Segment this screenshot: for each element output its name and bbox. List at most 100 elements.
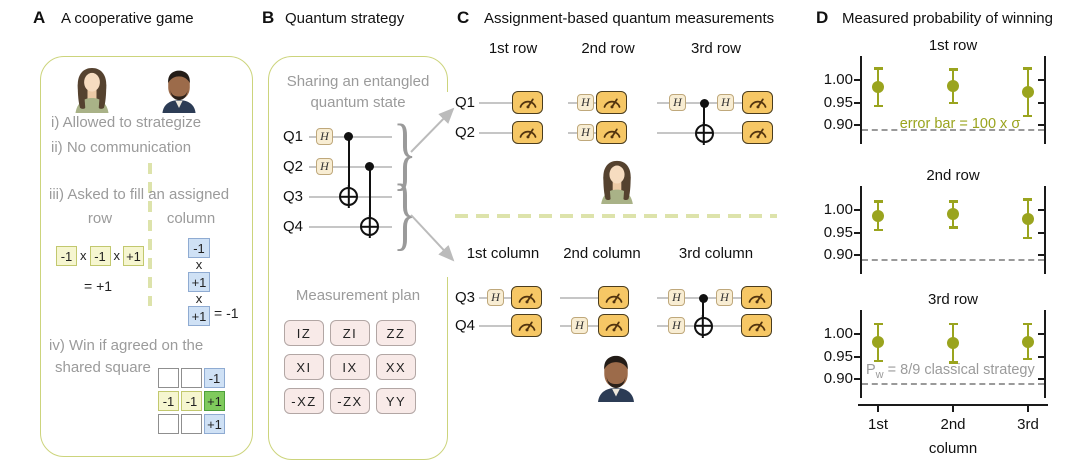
- measurement-meter: [511, 314, 542, 337]
- grid-cell: [158, 368, 179, 388]
- control-dot: [699, 98, 709, 108]
- pw-subscript: w: [875, 368, 884, 381]
- y-tick-label: 0.90: [823, 116, 853, 133]
- hadamard-gate: H: [316, 158, 333, 175]
- y-tick: [1038, 356, 1044, 358]
- hadamard-gate: H: [487, 289, 504, 306]
- dashed-vertical-divider: [148, 163, 152, 306]
- row-label: row: [87, 210, 113, 227]
- error-bar-cap: [1023, 198, 1033, 201]
- grid-cell: +1: [204, 414, 225, 434]
- y-tick-label: 1.00: [823, 71, 853, 88]
- panel-c-label: C: [457, 8, 470, 27]
- error-bar-cap: [948, 226, 958, 229]
- y-tick: [854, 124, 860, 126]
- hadamard-gate: H: [571, 317, 588, 334]
- hadamard-gate: H: [668, 317, 685, 334]
- pw-text: = 8/9 classical strategy: [883, 362, 1035, 378]
- grid-cell: [181, 368, 202, 388]
- measurement-plan-title: Measurement plan: [295, 287, 421, 304]
- measurement-meter: [742, 91, 773, 114]
- measurement-meter: [512, 121, 543, 144]
- measurement-plan-cell: YY: [376, 388, 416, 414]
- y-axis-right: [1044, 186, 1046, 274]
- data-point: [872, 209, 885, 222]
- qubit-label-q2: Q2: [455, 124, 476, 141]
- quantum-wire: [479, 132, 517, 134]
- hadamard-gate: H: [577, 124, 594, 141]
- grid-cell: -1: [181, 391, 202, 411]
- subplot-1st-row: 1st row 1.00 0.95 0.90 error bar = 100 x…: [824, 37, 1046, 144]
- y-axis-left: [860, 56, 862, 144]
- rule-iii: iii) Asked to fill an assigned: [49, 186, 230, 203]
- dashed-horizontal-divider: [455, 214, 777, 218]
- y-axis-right: [1044, 310, 1046, 398]
- hadamard-gate: H: [577, 94, 594, 111]
- measurement-meter: [596, 91, 627, 114]
- y-tick-label: 0.95: [823, 348, 853, 365]
- grid-cell: [158, 414, 179, 434]
- x-axis-label: column: [928, 440, 978, 457]
- error-bar-cap: [873, 359, 883, 363]
- rule-iv-line1: iv) Win if agreed on the: [49, 337, 204, 354]
- cnot-target-icon: [693, 316, 713, 336]
- gauge-icon: [748, 293, 765, 304]
- label-3rd-column: 3rd column: [678, 245, 754, 262]
- x-tick-label: 3rd: [1017, 416, 1039, 433]
- y-tick: [854, 232, 860, 234]
- rule-ii: ii) No communication: [51, 139, 192, 156]
- panel-c-title: Assignment-based quantum measurements: [484, 10, 775, 27]
- measurement-meter: [596, 121, 627, 144]
- qubit-label-q4: Q4: [283, 218, 304, 235]
- measurement-plan-cell: ZI: [330, 320, 370, 346]
- quantum-wire: [309, 226, 392, 228]
- error-bar-cap: [948, 361, 958, 364]
- multiply-sign: x: [113, 248, 121, 263]
- hadamard-gate: H: [716, 289, 733, 306]
- y-tick: [1038, 378, 1044, 380]
- measurement-meter: [598, 314, 629, 337]
- qubit-label-q3: Q3: [283, 188, 304, 205]
- gauge-icon: [749, 128, 766, 139]
- measurement-meter: [598, 286, 629, 309]
- row-example-cell: -1: [56, 246, 77, 266]
- error-bar-cap: [873, 200, 883, 203]
- panel-b-title: Quantum strategy: [285, 10, 405, 27]
- man-avatar-icon: [162, 70, 196, 113]
- label-1st-column: 1st column: [466, 245, 540, 262]
- y-tick: [1038, 232, 1044, 234]
- column-example-cell: -1: [188, 238, 210, 258]
- subplot-title: 2nd row: [926, 167, 980, 184]
- measurement-meter: [511, 286, 542, 309]
- x-tick-label: 1st: [867, 416, 888, 433]
- y-tick-label: 0.90: [823, 370, 853, 387]
- x-tick: [1027, 406, 1029, 412]
- y-tick: [1038, 124, 1044, 126]
- data-point: [947, 208, 959, 221]
- grid-cell: [181, 414, 202, 434]
- x-tick: [877, 406, 879, 412]
- data-point: [872, 81, 885, 94]
- data-points: [860, 186, 1046, 274]
- data-point: [1021, 335, 1034, 348]
- x-tick: [952, 406, 954, 412]
- x-axis: [858, 404, 1048, 406]
- panel-d-label: D: [816, 8, 829, 27]
- measurement-plan-cell: XI: [284, 354, 324, 380]
- classical-bound-dashed-line: [862, 129, 1044, 131]
- arrow-to-columns: [410, 214, 455, 262]
- arrow-to-rows: [410, 107, 455, 153]
- error-bar-cap: [873, 104, 883, 108]
- control-dot: [698, 293, 708, 303]
- measurement-plan-cell: IX: [330, 354, 370, 380]
- cnot-connector: [701, 298, 704, 326]
- panel-d-title: Measured probability of winning: [842, 10, 1053, 27]
- cnot-target-icon: [360, 217, 379, 236]
- column-example-result: = -1: [214, 305, 239, 321]
- label-2nd-row: 2nd row: [581, 40, 635, 57]
- x-tick-label: 2nd: [940, 416, 966, 433]
- gauge-icon: [605, 321, 622, 332]
- data-points: [860, 56, 1046, 144]
- quantum-wire: [479, 325, 515, 327]
